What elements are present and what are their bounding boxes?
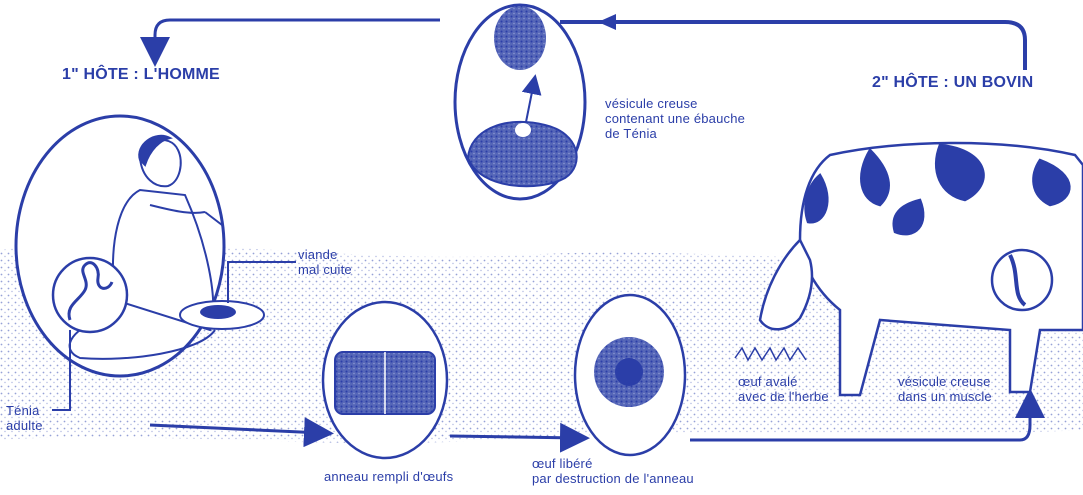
vesicle-label: vésicule creuse contenant une ébauche de… [605, 96, 745, 141]
arrow-to-egg [450, 436, 578, 438]
egg-inner [615, 358, 643, 386]
segment-label: anneau rempli d'œufs [324, 469, 453, 484]
muscle-vesicle-label: vésicule creuse dans un muscle [898, 374, 992, 404]
cycle-arrow-top-head [598, 14, 616, 30]
tenia-label: Ténia adulte [6, 403, 43, 433]
egg-swallowed-label: œuf avalé avec de l'herbe [738, 374, 829, 404]
egg-swallowed-line-1: œuf avalé [738, 374, 829, 389]
egg-released-line-1: œuf libéré [532, 456, 694, 471]
egg-released-line-2: par destruction de l'anneau [532, 471, 694, 486]
vesicle-label-line-3: de Ténia [605, 126, 745, 141]
egg-released-label: œuf libéré par destruction de l'anneau [532, 456, 694, 486]
vesicle-cutaway-top [494, 6, 546, 70]
viande-label-line-2: mal cuite [298, 262, 352, 277]
tenia-label-line-2: adulte [6, 418, 43, 433]
intestine-circle [53, 258, 127, 332]
vesicle-label-line-2: contenant une ébauche [605, 111, 745, 126]
cycle-arrow-left [155, 20, 440, 55]
cycle-arrow-top [560, 22, 1025, 70]
muscle-vesicle-line-2: dans un muscle [898, 389, 992, 404]
egg-swallowed-line-2: avec de l'herbe [738, 389, 829, 404]
meat-on-plate-icon [200, 305, 236, 319]
tenia-label-line-1: Ténia [6, 403, 43, 418]
second-host-title: 2" HÔTE : UN BOVIN [872, 74, 1033, 92]
vesicle-spot [515, 123, 531, 137]
muscle-vesicle-line-1: vésicule creuse [898, 374, 992, 389]
viande-label-line-1: viande [298, 247, 352, 262]
first-host-title: 1" HÔTE : L'HOMME [62, 66, 220, 84]
viande-label: viande mal cuite [298, 247, 352, 277]
vesicle-label-line-1: vésicule creuse [605, 96, 745, 111]
